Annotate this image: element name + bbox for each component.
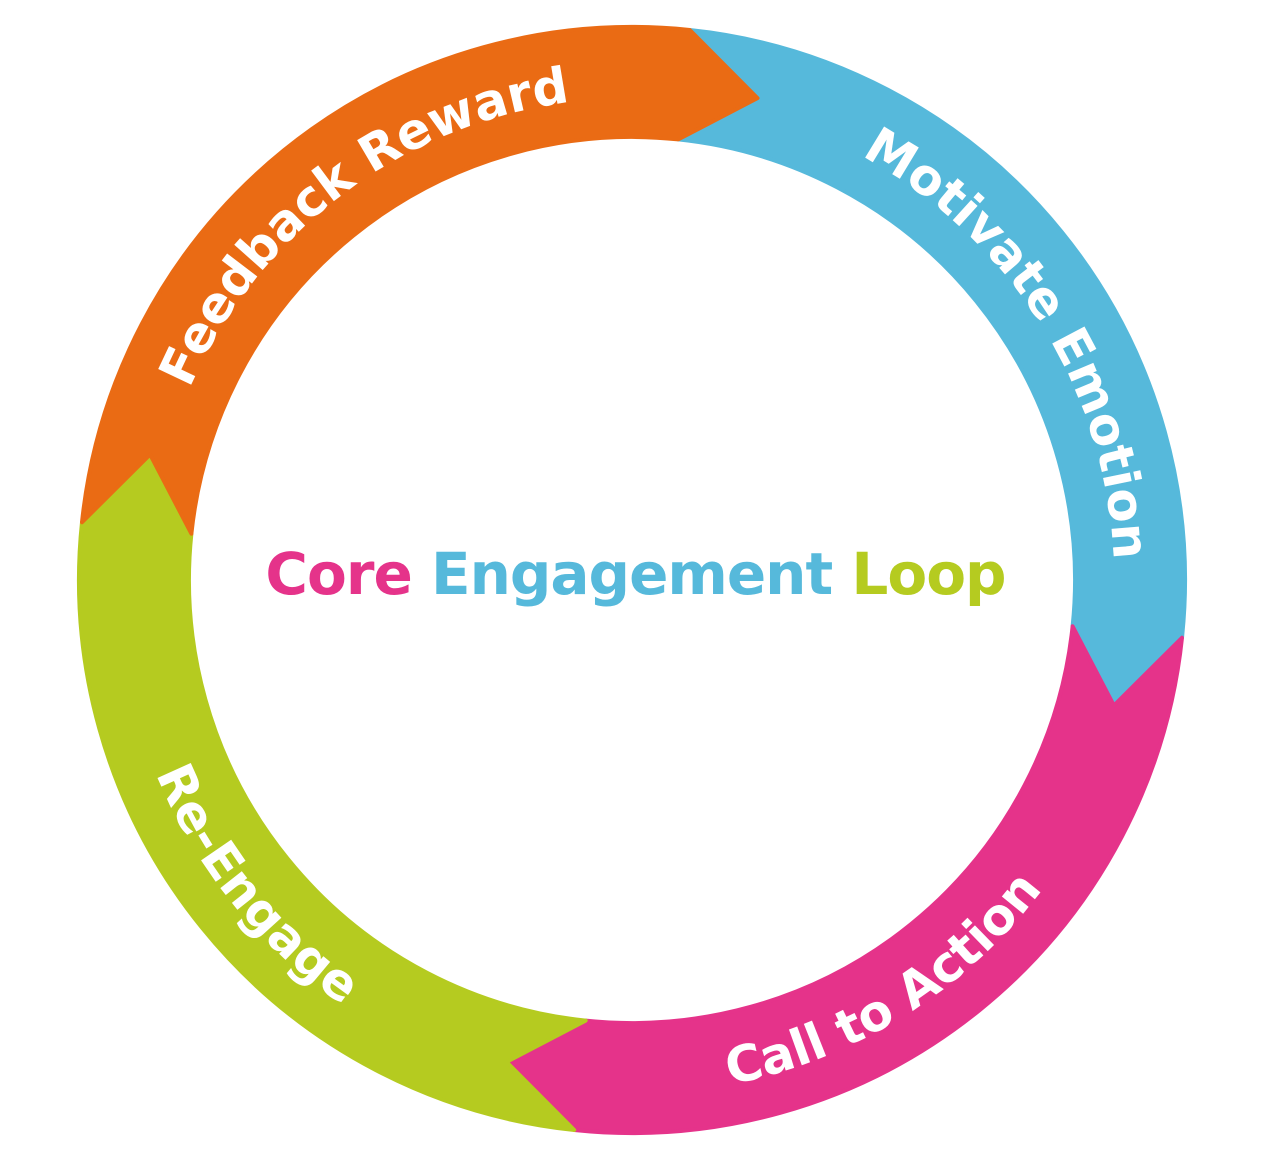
segment-feedback-reward — [80, 24, 760, 536]
title-word-engagement: Engagement — [430, 540, 833, 608]
diagram-title: Core Engagement Loop — [0, 540, 1271, 608]
title-word-core: Core — [265, 540, 412, 608]
title-word-loop: Loop — [851, 540, 1006, 608]
